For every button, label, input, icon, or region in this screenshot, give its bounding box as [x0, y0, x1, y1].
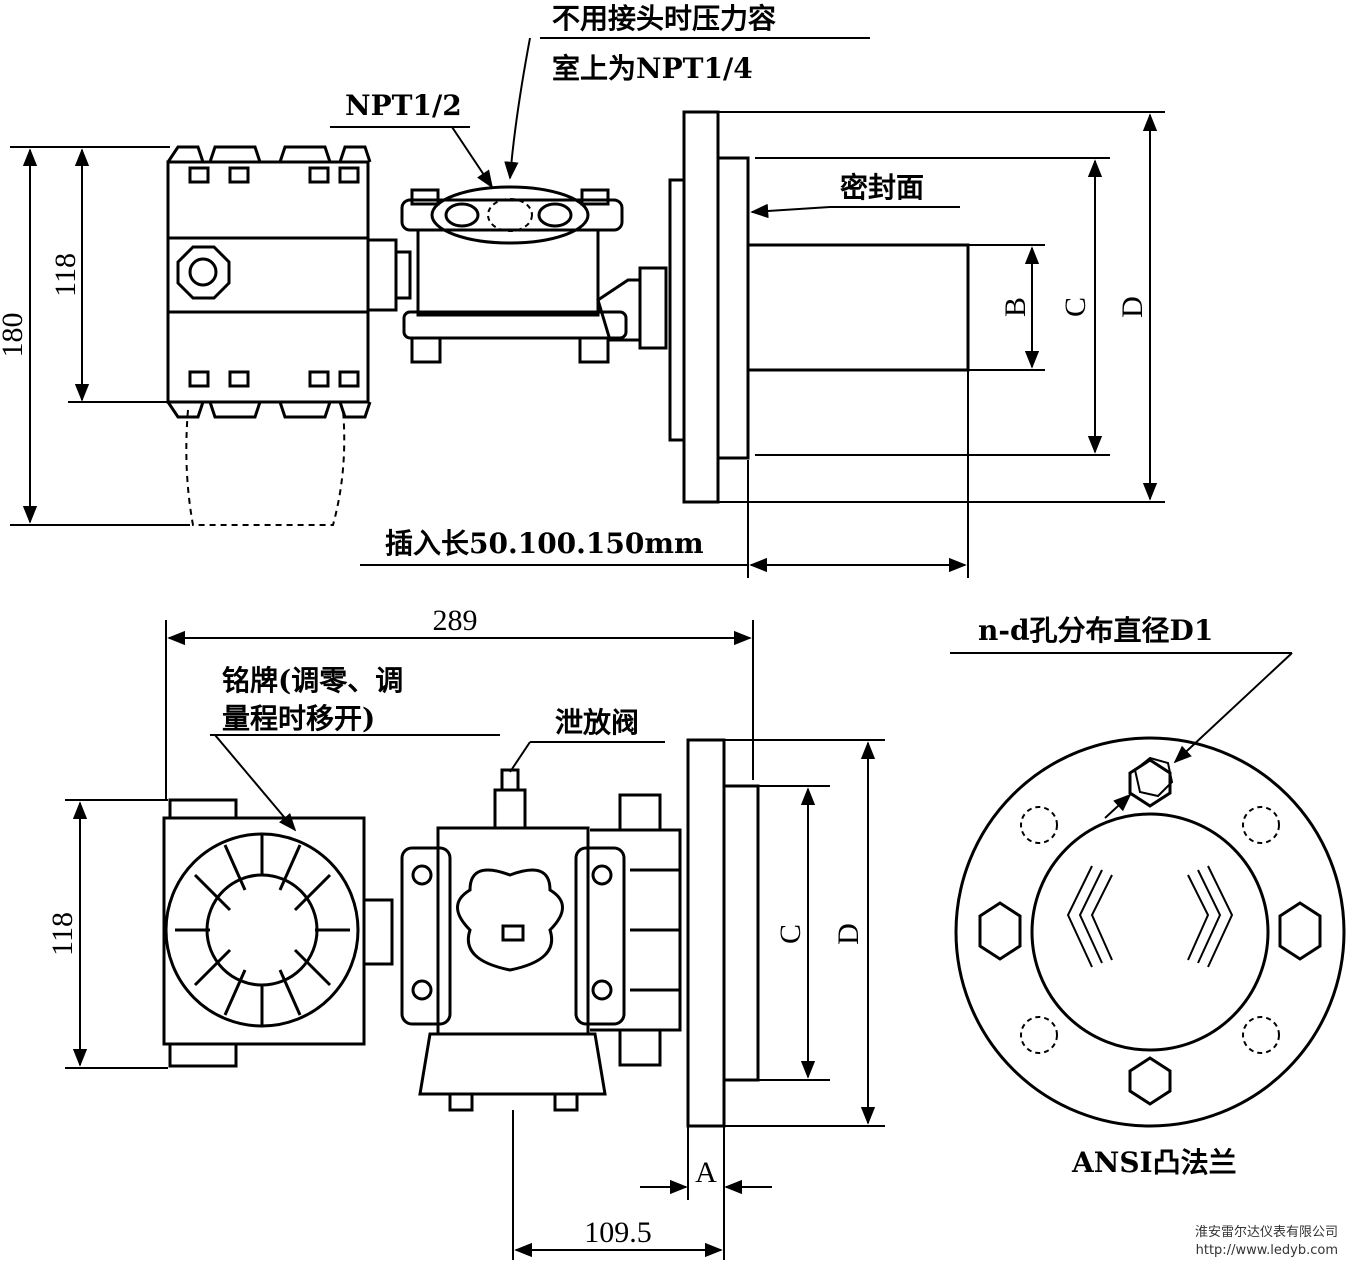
dim-118-top: 118: [49, 253, 82, 297]
dimension-lines: [10, 37, 1293, 1260]
bolt-hole-dashed: [1242, 1016, 1280, 1054]
bolt-hole: [1278, 901, 1322, 961]
top-transmitter-housing: [166, 145, 412, 526]
side-transmitter-housing: [162, 798, 394, 1068]
bolt-hole-dashed: [1020, 806, 1058, 844]
top-sensor-body: [400, 185, 668, 364]
bolt-hole-dashed: [1242, 806, 1280, 844]
top-flange: [668, 110, 970, 504]
no-connector-label-line1: 不用接头时压力容: [552, 2, 776, 35]
npt12-label: NPT1/2: [345, 89, 462, 122]
dim-C-top: C: [1059, 297, 1092, 317]
dim-D-top: D: [1116, 296, 1149, 318]
dim-B: B: [999, 297, 1032, 317]
dim-180: 180: [0, 313, 29, 358]
dim-118-bottom: 118: [46, 912, 79, 956]
watermark-url: http://www.ledyb.com: [1196, 1243, 1338, 1258]
bolt-hole-dashed: [1020, 1016, 1058, 1054]
insert-length-label: 插入长50.100.150mm: [385, 527, 704, 560]
no-connector-label-line2: 室上为NPT1/4: [552, 52, 753, 85]
hole-distribution-label: n-d孔分布直径D1: [978, 614, 1213, 647]
bolt-hole: [978, 901, 1022, 961]
nameplate-label-line2: 量程时移开): [222, 702, 375, 735]
dim-C-bottom: C: [774, 924, 807, 944]
dim-289: 289: [433, 604, 478, 637]
vent-valve-label: 泄放阀: [555, 706, 639, 739]
dim-A: A: [695, 1156, 717, 1189]
nameplate-label-line1: 铭牌(调零、调: [222, 664, 403, 697]
dim-D-bottom: D: [832, 923, 865, 945]
sealing-face-label: 密封面: [840, 171, 924, 204]
bolt-hole: [1128, 758, 1172, 808]
bolt-hole: [1128, 1056, 1172, 1106]
side-flange: [686, 738, 760, 1128]
ansi-flange-view: [954, 736, 1346, 1128]
watermark-company: 淮安雷尔达仪表有限公司: [1195, 1225, 1338, 1240]
dim-109-5: 109.5: [584, 1216, 652, 1249]
ansi-flange-label: ANSI凸法兰: [1071, 1146, 1237, 1179]
side-sensor-body: [400, 768, 682, 1112]
